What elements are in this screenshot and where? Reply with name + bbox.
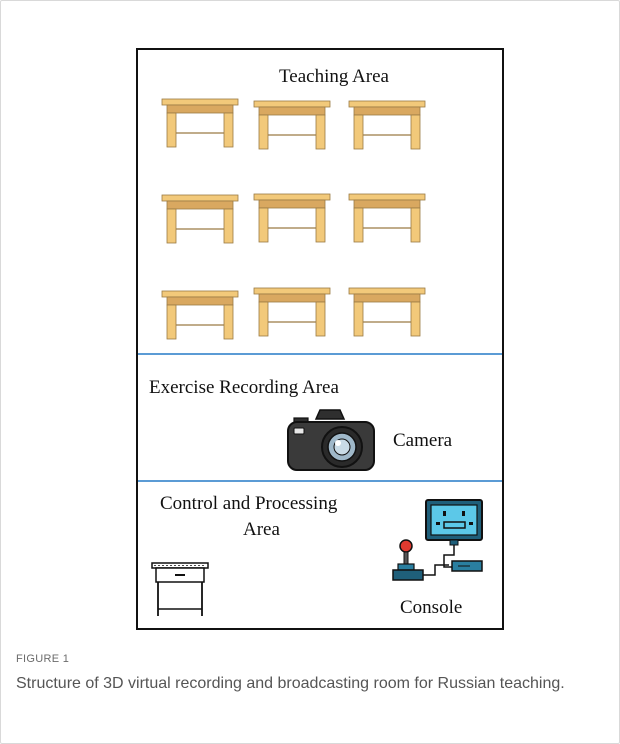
desk-icon <box>253 193 331 243</box>
console-label: Console <box>400 597 463 618</box>
desk-icon <box>253 287 331 337</box>
camera-icon <box>287 409 375 471</box>
room-diagram: Teaching Area <box>136 48 504 630</box>
desk-icon <box>348 287 426 337</box>
console-icon <box>425 499 483 572</box>
control-area-label-line2: Area <box>243 519 280 540</box>
teaching-area-label: Teaching Area <box>279 66 389 87</box>
nightstand-icon <box>151 562 209 616</box>
desk-icon <box>161 290 239 340</box>
control-area-label-line1: Control and Processing <box>160 493 338 514</box>
desk-icon <box>253 100 331 150</box>
desk-icon <box>348 193 426 243</box>
zone-divider <box>138 353 502 355</box>
desk-icon <box>348 100 426 150</box>
desk-icon <box>161 98 239 148</box>
exercise-area-label: Exercise Recording Area <box>149 377 339 398</box>
joystick-icon <box>392 539 449 581</box>
figure-caption: Structure of 3D virtual recording and br… <box>16 675 565 692</box>
camera-label: Camera <box>393 430 453 451</box>
zone-divider <box>138 480 502 482</box>
figure-label: FIGURE 1 <box>16 653 70 665</box>
desk-icon <box>161 194 239 244</box>
